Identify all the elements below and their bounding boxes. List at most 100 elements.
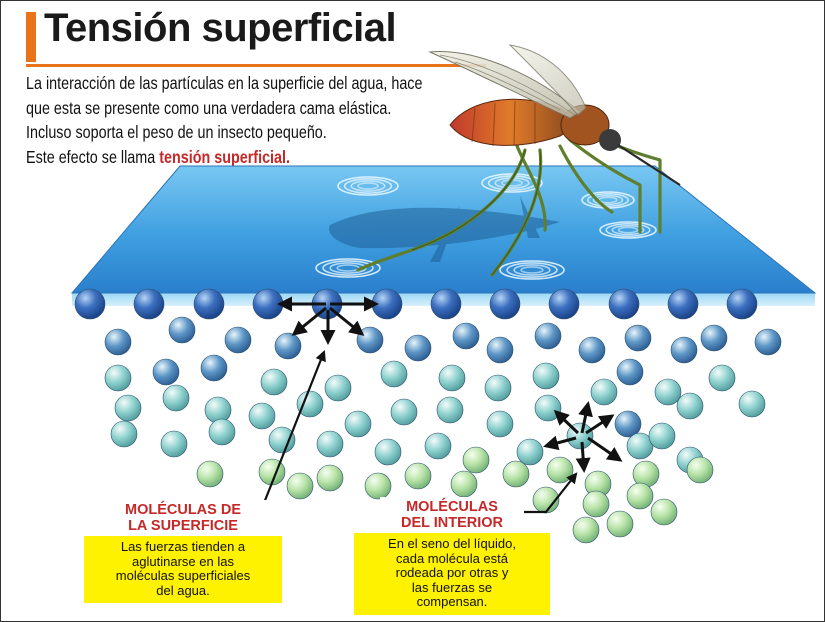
molecule-icon — [371, 288, 403, 320]
molecule-icon — [616, 358, 644, 386]
water-ripple-icon — [499, 260, 565, 280]
molecule-icon — [486, 336, 514, 364]
surface-label-heading-line: LA SUPERFICIE — [128, 518, 238, 534]
surface-force-arrows — [277, 296, 379, 345]
intro-line: que esta se presente como una verdadera … — [26, 97, 392, 118]
intro-line-prefix: Este efecto se llama — [26, 146, 160, 167]
molecule-icon — [462, 446, 490, 474]
title-accent-bar — [26, 12, 36, 62]
molecule-icon — [208, 418, 236, 446]
molecule-icon — [268, 426, 296, 454]
molecule-icon — [224, 326, 252, 354]
molecule-icon — [686, 456, 714, 484]
molecule-icon — [324, 374, 352, 402]
surface-label-body-line: del agua. — [156, 582, 210, 598]
surface-label-heading: MOLÉCULAS DE LA SUPERFICIE — [98, 500, 268, 536]
molecule-icon — [582, 490, 610, 518]
molecule-icon — [364, 472, 392, 500]
molecule-icon — [486, 410, 514, 438]
molecule-icon — [452, 322, 480, 350]
molecule-icon — [670, 336, 698, 364]
molecule-icon — [578, 336, 606, 364]
interior-label-heading: MOLÉCULAS DEL INTERIOR — [380, 497, 524, 533]
molecule-icon — [380, 360, 408, 388]
molecule-icon — [356, 326, 384, 354]
molecule-icon — [667, 288, 699, 320]
molecule-icon — [200, 354, 228, 382]
molecule-icon — [484, 374, 512, 402]
molecule-icon — [502, 460, 530, 488]
molecule-icon — [650, 498, 678, 526]
molecule-icon — [204, 396, 232, 424]
molecule-icon — [614, 410, 642, 438]
intro-text: La interacción de las partículas en la s… — [26, 71, 518, 169]
force-arrow-icon — [578, 401, 593, 434]
molecule-icon — [248, 402, 276, 430]
molecule-icon — [74, 288, 106, 320]
molecule-icon — [606, 510, 634, 538]
molecule-icon — [344, 410, 372, 438]
page-title: Tensión superficial — [44, 6, 397, 50]
pointer-lines — [260, 349, 578, 514]
molecule-icon — [424, 432, 452, 460]
molecule-icon — [260, 368, 288, 396]
molecule-icon — [708, 364, 736, 392]
molecule-icon — [133, 288, 165, 320]
molecule-icon — [114, 394, 142, 422]
molecule-icon — [438, 364, 466, 392]
interior-label-body: En el seno del líquido, cada molécula es… — [354, 533, 550, 615]
molecule-icon — [404, 462, 432, 490]
molecules-group — [74, 288, 782, 544]
mosquito-shadow — [329, 196, 560, 262]
molecule-icon — [700, 324, 728, 352]
molecule-icon — [286, 472, 314, 500]
surface-label-body-line: aglutinarse en las — [132, 553, 234, 569]
surface-label-body-line: moléculas superficiales — [115, 568, 251, 583]
molecule-icon — [648, 422, 676, 450]
molecule-icon — [534, 322, 562, 350]
force-arrow-icon — [585, 414, 615, 435]
intro-line: La interacción de las partículas en la s… — [26, 73, 423, 93]
molecule-icon — [726, 288, 758, 320]
molecule-icon — [430, 288, 462, 320]
interior-molecules-label: MOLÉCULAS DEL INTERIOR En el seno del lí… — [354, 497, 550, 615]
title-underline — [26, 64, 486, 67]
molecule-icon — [654, 378, 682, 406]
interior-label-body-line: compensan. — [416, 594, 488, 609]
molecule-icon — [548, 288, 580, 320]
intro-line-last: Este efecto se llama tensión superficial… — [26, 145, 518, 170]
surface-label-body: Las fuerzas tienden a aglutinarse en las… — [84, 536, 282, 603]
molecule-icon — [516, 438, 544, 466]
molecule-icon — [626, 432, 654, 460]
interior-label-body-line: En el seno del líquido, — [388, 536, 516, 551]
interior-label-body-line: las fuerzas se — [411, 579, 493, 595]
force-arrow-icon — [553, 409, 580, 435]
molecule-icon — [390, 398, 418, 426]
force-arrow-icon — [587, 436, 623, 462]
surface-label-heading-line: MOLÉCULAS DE — [125, 502, 241, 518]
intro-highlight: tensión superficial. — [159, 146, 290, 167]
force-arrow-icon — [543, 435, 577, 451]
interior-label-heading-line: MOLÉCULAS — [406, 499, 498, 515]
molecule-icon — [608, 288, 640, 320]
molecule-icon — [738, 390, 766, 418]
molecule-icon — [532, 362, 560, 390]
surface-molecules-label: MOLÉCULAS DE LA SUPERFICIE Las fuerzas t… — [84, 500, 282, 603]
force-arrow-icon — [329, 306, 365, 336]
molecule-icon — [274, 332, 302, 360]
interior-label-heading-line: DEL INTERIOR — [400, 515, 504, 531]
molecule-icon — [252, 288, 284, 320]
molecule-icon — [624, 324, 652, 352]
molecule-icon — [316, 430, 344, 458]
molecule-icon — [590, 378, 618, 406]
molecule-icon — [404, 334, 432, 362]
surface-label-body-line: Las fuerzas tienden a — [120, 539, 246, 554]
molecule-icon — [162, 384, 190, 412]
molecule-icon — [316, 464, 344, 492]
mosquito-icon — [356, 44, 681, 277]
force-arrow-icon — [291, 306, 327, 336]
molecule-icon — [104, 364, 132, 392]
molecule-icon — [152, 358, 180, 386]
molecule-icon — [104, 328, 132, 356]
